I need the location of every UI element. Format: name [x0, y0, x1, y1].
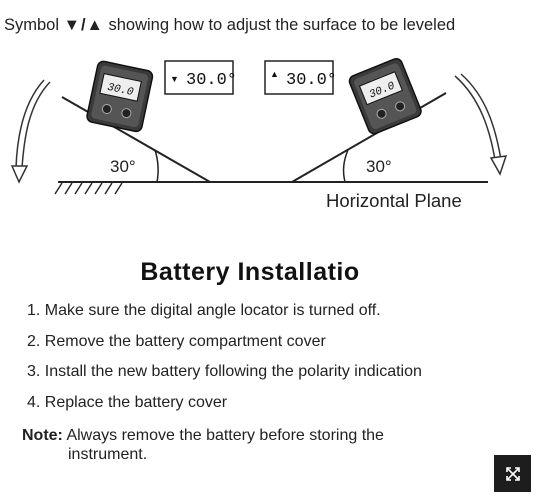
header-text: showing how to adjust the surface to be … [108, 16, 456, 34]
note-line-1: Always remove the battery before storing… [66, 427, 384, 444]
note-line-2: instrument. [68, 446, 148, 463]
left-angle-arc [154, 149, 159, 183]
left-panel-symbol: ▼ [170, 74, 179, 84]
expand-icon [505, 466, 520, 481]
right-angle-label: 30° [366, 157, 392, 176]
left-angle-label: 30° [110, 157, 136, 176]
right-readout-panel: ▲ 30.0° [264, 60, 337, 95]
note-block: Note: Always remove the battery before s… [22, 426, 384, 464]
right-panel-value: 30.0° [286, 71, 337, 90]
list-item: 1. Make sure the digital angle locator i… [27, 302, 381, 319]
left-readout-panel: ▼ 30.0° [164, 60, 237, 95]
left-panel-value: 30.0° [186, 71, 237, 90]
right-angle-arc [342, 149, 349, 183]
ground-hatching [54, 182, 123, 195]
list-item: 2. Remove the battery compartment cover [27, 332, 326, 350]
left-angle-locator: 30.0 [86, 60, 154, 133]
left-rotate-arrow-icon [10, 79, 51, 184]
right-panel-symbol: ▲ [270, 69, 279, 79]
right-rotate-arrow-icon [454, 73, 508, 176]
right-angle-locator: 30.0 [348, 58, 422, 135]
note-label: Note: [22, 427, 63, 444]
header-prefix: Symbol [4, 16, 60, 34]
list-item: 4. Replace the battery cover [27, 393, 228, 411]
leveling-diagram: 30° 30° Horizontal Plane 30.0 30.0 ▼ 30.… [10, 58, 508, 211]
left-slope [61, 96, 211, 183]
left-device-display: 30.0 [106, 82, 135, 99]
expand-button[interactable] [494, 455, 531, 492]
level-symbol: ▼/▲ [63, 16, 104, 34]
instruction-list: 1. Make sure the digital angle locator i… [27, 296, 422, 418]
header-caption: Symbol ▼/▲ showing how to adjust the sur… [4, 16, 455, 35]
list-item: 3. Install the new battery following the… [27, 363, 422, 380]
section-title: Battery Installatio [140, 258, 360, 286]
horizontal-plane-label: Horizontal Plane [326, 190, 462, 211]
